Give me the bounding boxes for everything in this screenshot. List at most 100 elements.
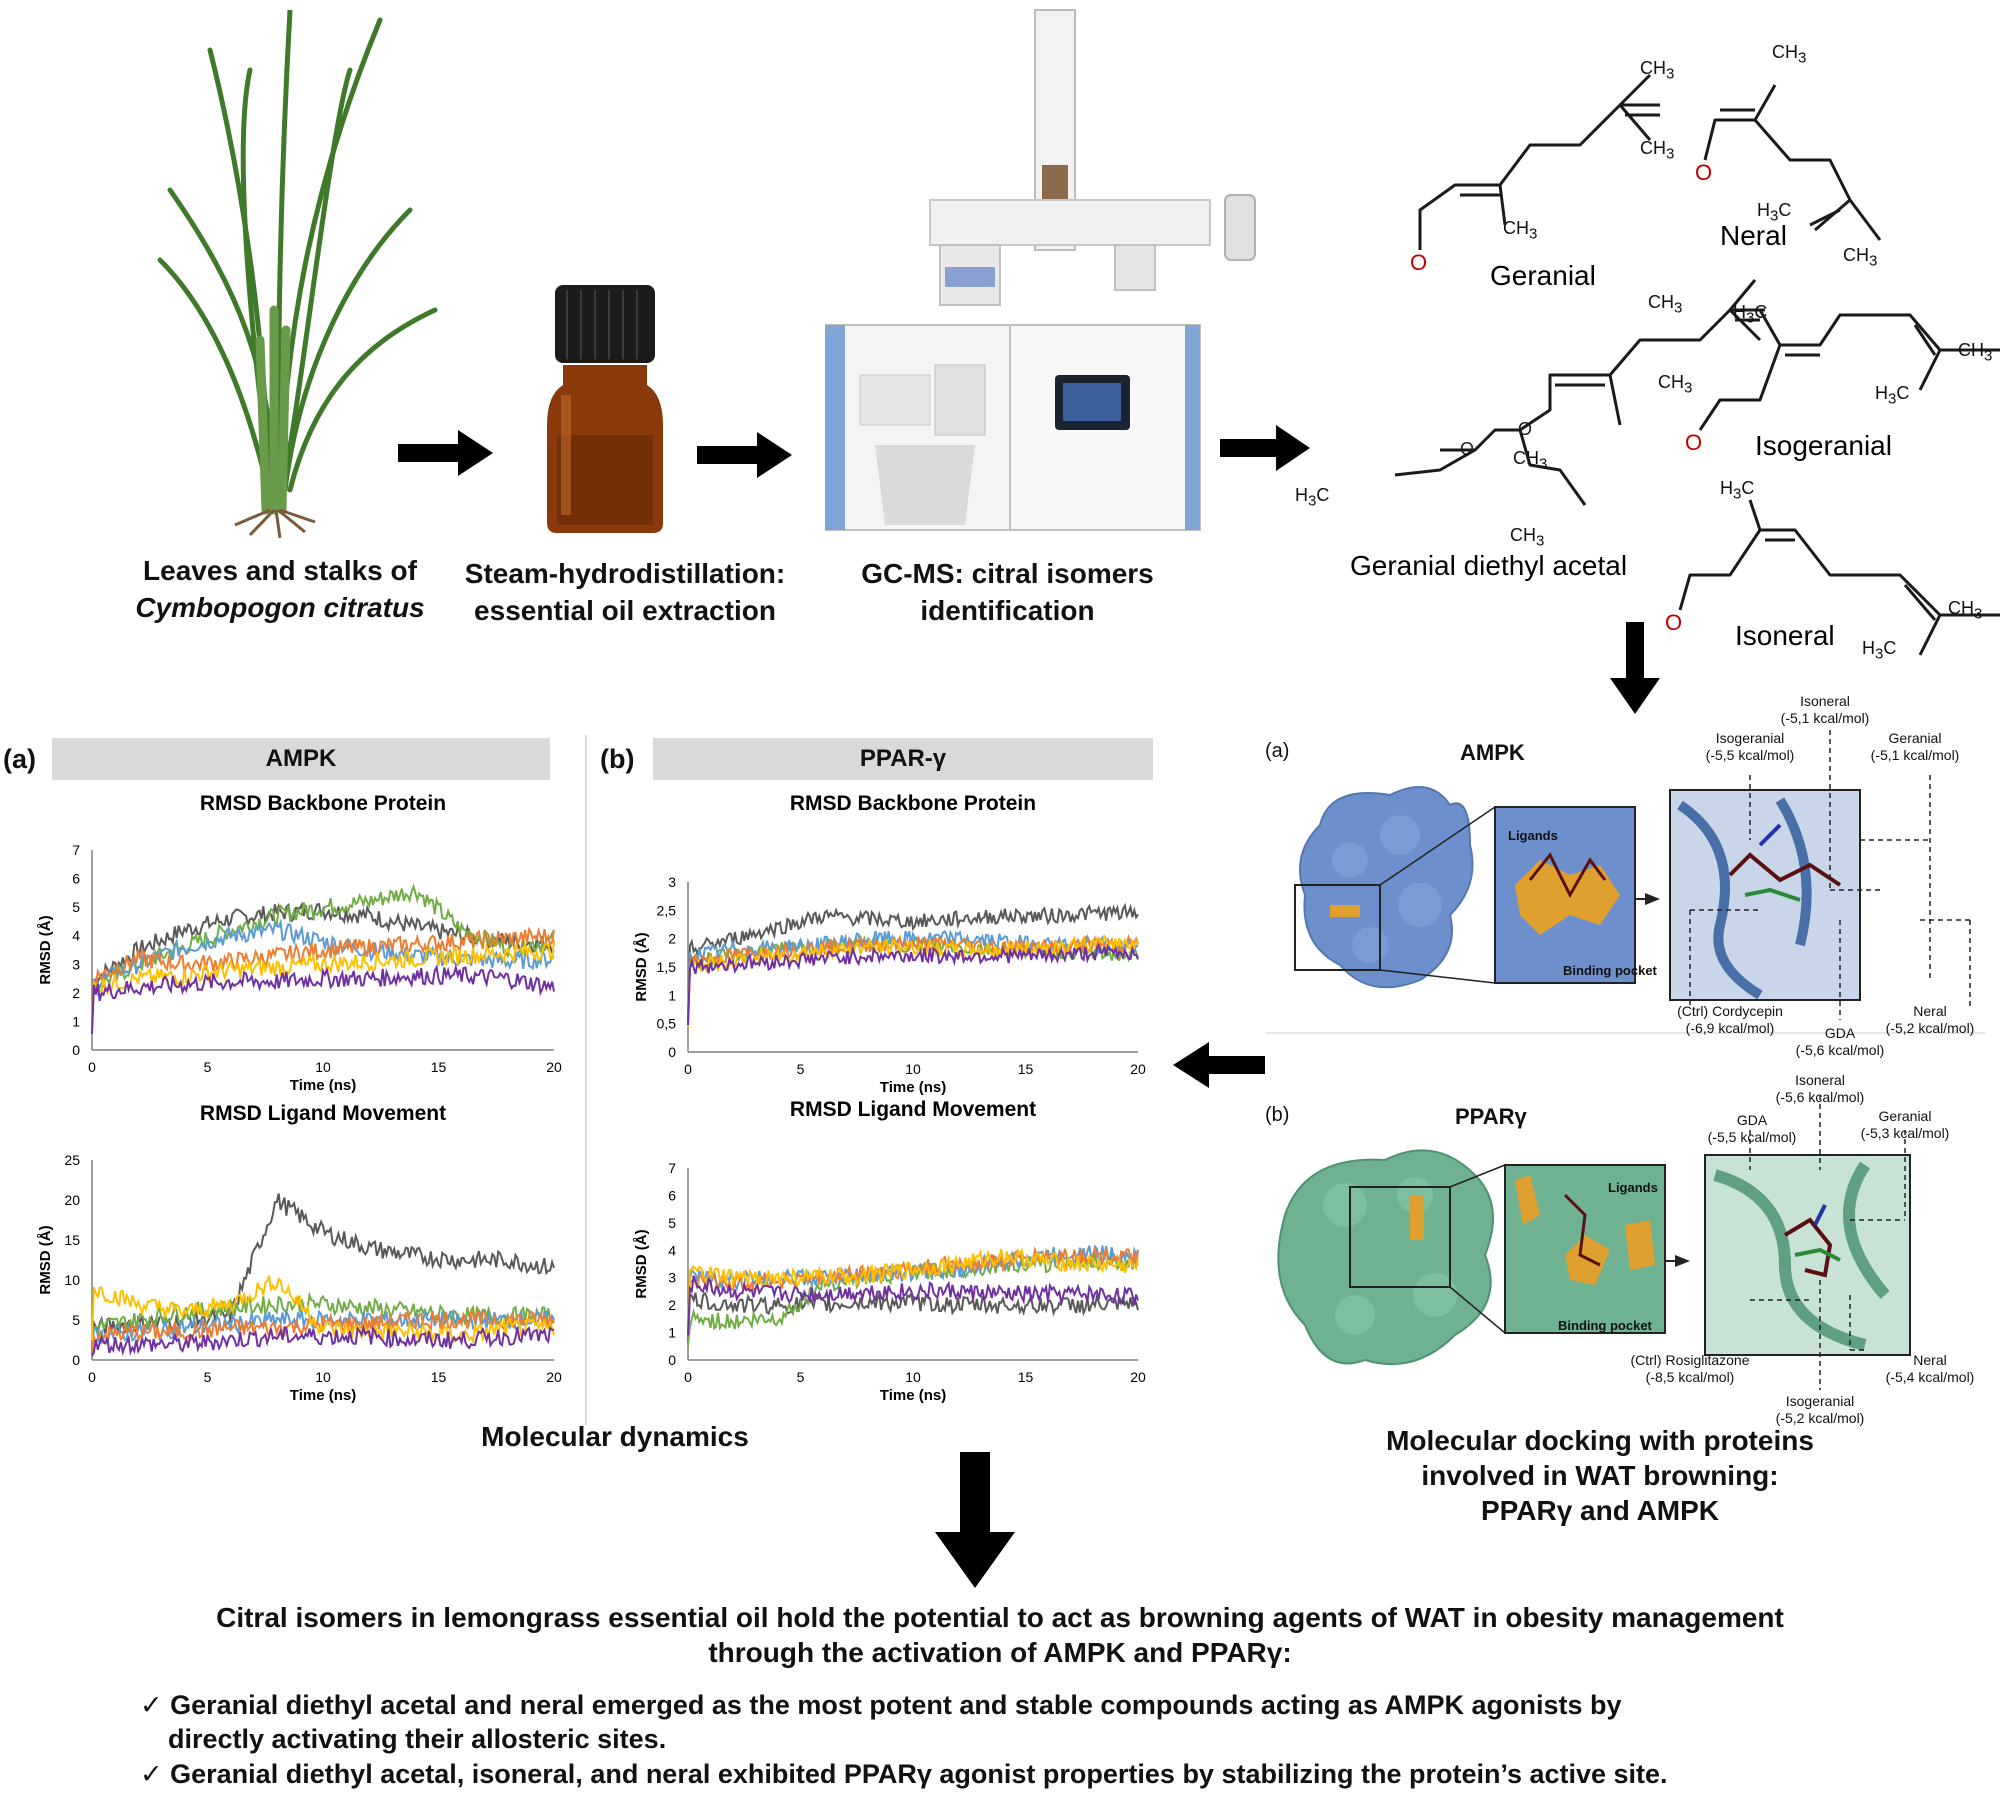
chart-3-ytick-6: 6 — [668, 1187, 676, 1203]
chart-1-ytick-4: 20 — [64, 1192, 80, 1208]
chart-3-ylabel: RMSD (Å) — [633, 1229, 650, 1298]
arrow-left-icon — [1173, 1042, 1265, 1088]
chart-0-xtick-3: 15 — [431, 1059, 447, 1075]
step1-caption: Leaves and stalks of Cymbopogon citratus — [110, 552, 450, 626]
chart-1-xtick-0: 0 — [88, 1369, 96, 1385]
isoneral-label: Isoneral — [1735, 620, 1835, 651]
md-panel-divider — [585, 735, 587, 1425]
isogeranial-label: Isogeranial — [1755, 430, 1892, 461]
chart-2-series-5-line — [687, 943, 1139, 1026]
step2-caption: Steam-hydrodistillation: essential oil e… — [445, 555, 805, 629]
chart-0-ytick-0: 0 — [72, 1042, 80, 1058]
dock-divider — [1265, 1032, 1985, 1034]
chart-2-xtick-2: 10 — [905, 1061, 921, 1077]
chart-3-xtick-2: 10 — [905, 1369, 921, 1385]
chart-2-ytick-2: 1 — [668, 987, 676, 1003]
chart-0-ylabel: RMSD (Å) — [37, 915, 54, 984]
methyl-label-5: H3C — [1757, 200, 1792, 225]
methyl-label-7: CH3 — [1648, 292, 1683, 317]
ppar-docking-image — [1277, 1149, 1911, 1366]
svg-text:O: O — [1460, 439, 1474, 459]
neral-label: Neral — [1720, 220, 1787, 251]
arrow-right-2-icon — [697, 432, 792, 478]
chart-0-series-0-line — [91, 901, 555, 1030]
chart-0-ytick-6: 6 — [72, 871, 80, 887]
chart-1-ytick-3: 15 — [64, 1232, 80, 1248]
chart-2-xtick-4: 20 — [1130, 1061, 1146, 1077]
methyl-label-14: H3C — [1875, 383, 1910, 408]
md-panel-a-header: AMPK — [52, 738, 550, 780]
chart-3-xtick-4: 20 — [1130, 1369, 1146, 1385]
ppar-rosiglitazone-label: (Ctrl) Rosiglitazone (-8,5 kcal/mol) — [1630, 1352, 1750, 1385]
methyl-label-16: CH3 — [1948, 598, 1983, 623]
chart-3-ytick-1: 1 — [668, 1325, 676, 1341]
methyl-label-12: H3C — [1733, 302, 1768, 327]
chart-3-xtick-0: 0 — [684, 1369, 692, 1385]
chart-2-ytick-0: 0 — [668, 1044, 676, 1060]
chart-1-series-1-line — [91, 1291, 555, 1351]
chart-0-ytick-7: 7 — [72, 842, 80, 858]
chart-1-xtick-1: 5 — [204, 1369, 212, 1385]
chart-3-xlabel: Time (ns) — [880, 1387, 946, 1404]
citral-isomer-structures: O O O O O O Geranial Neral Geranial diet… — [1350, 73, 2000, 656]
docking-leader-lines — [1689, 730, 1971, 1390]
chart-1-ylabel: RMSD (Å) — [37, 1225, 54, 1294]
chart-0-xlabel: Time (ns) — [290, 1077, 356, 1094]
chart-1-ytick-0: 0 — [72, 1352, 80, 1368]
chart-2-title: RMSD Backbone Protein — [790, 792, 1036, 815]
md-panel-b-header: PPAR-γ — [653, 738, 1153, 780]
conclusion-heading: Citral isomers in lemongrass essential o… — [216, 1602, 1784, 1668]
chart-2-series-2-line — [687, 929, 1139, 1022]
dock-ampk-title: AMPK — [1460, 740, 1525, 765]
chart-3-ytick-2: 2 — [668, 1297, 676, 1313]
lemongrass-plant-image — [157, 10, 438, 539]
chart-3-series-5-line — [687, 1275, 1139, 1336]
methyl-label-13: CH3 — [1958, 340, 1993, 365]
chart-1-series-5-line — [91, 1324, 555, 1357]
chart-1-xtick-2: 10 — [315, 1369, 331, 1385]
ampk-isoneral-label: Isoneral (-5,1 kcal/mol) — [1780, 693, 1870, 726]
methyl-label-10: CH3 — [1510, 525, 1545, 550]
chart-0-xtick-1: 5 — [204, 1059, 212, 1075]
chart-2-ytick-4: 2 — [668, 931, 676, 947]
svg-text:O: O — [1695, 160, 1712, 185]
ampk-cordycepin-label: (Ctrl) Cordycepin (-6,9 kcal/mol) — [1677, 1003, 1783, 1036]
chart-1-xlabel: Time (ns) — [290, 1387, 356, 1404]
arrow-right-1-icon — [398, 430, 493, 476]
chart-1-title: RMSD Ligand Movement — [200, 1102, 446, 1125]
chart-0-series-1-line — [91, 883, 555, 1030]
conclusion-bullet-1-cont: directly activating their allosteric sit… — [168, 1724, 667, 1754]
md-panel-b-letter: (b) — [600, 744, 635, 774]
ampk-geranial-label: Geranial (-5,1 kcal/mol) — [1870, 730, 1960, 763]
chart-3-title: RMSD Ligand Movement — [790, 1098, 1036, 1121]
geranial-label: Geranial — [1490, 260, 1596, 291]
ppar-ligands-label: Ligands — [1608, 1180, 1658, 1195]
chart-1-xtick-4: 20 — [546, 1369, 562, 1385]
methyl-label-4: CH3 — [1772, 42, 1807, 67]
chart-0-ytick-5: 5 — [72, 899, 80, 915]
ampk-docking-image — [1294, 786, 1861, 1001]
step3-line1: GC-MS: citral isomers — [861, 558, 1154, 589]
chart-2-xtick-3: 15 — [1018, 1061, 1034, 1077]
chart-3-xtick-1: 5 — [797, 1369, 805, 1385]
methyl-label-9: CH3 — [1513, 448, 1548, 473]
chart-2-xtick-0: 0 — [684, 1061, 692, 1077]
chart-2-ytick-1: 0,5 — [657, 1016, 677, 1032]
arrow-down-2-icon — [935, 1452, 1015, 1588]
svg-text:O: O — [1665, 610, 1682, 635]
step3-line2: identification — [920, 595, 1095, 626]
chart-0-ytick-2: 2 — [72, 985, 80, 1001]
methyl-label-17: H3C — [1862, 638, 1897, 663]
chart-0-series-5-line — [91, 963, 555, 1034]
chart-2-ytick-3: 1,5 — [657, 959, 677, 975]
dock-b-letter: (b) — [1265, 1104, 1290, 1126]
methyl-label-11: H3C — [1295, 485, 1330, 510]
chart-0-ytick-4: 4 — [72, 928, 80, 944]
md-section-caption: Molecular dynamics — [481, 1421, 749, 1452]
chart-1-series-3-line — [91, 1308, 555, 1352]
conclusion-bullet-2: ✓ Geranial diethyl acetal, isoneral, and… — [140, 1759, 1668, 1789]
chart-2-ytick-6: 3 — [668, 874, 676, 890]
svg-text:O: O — [1410, 250, 1427, 275]
conclusion-bullet-1: ✓ Geranial diethyl acetal and neral emer… — [140, 1690, 1622, 1720]
